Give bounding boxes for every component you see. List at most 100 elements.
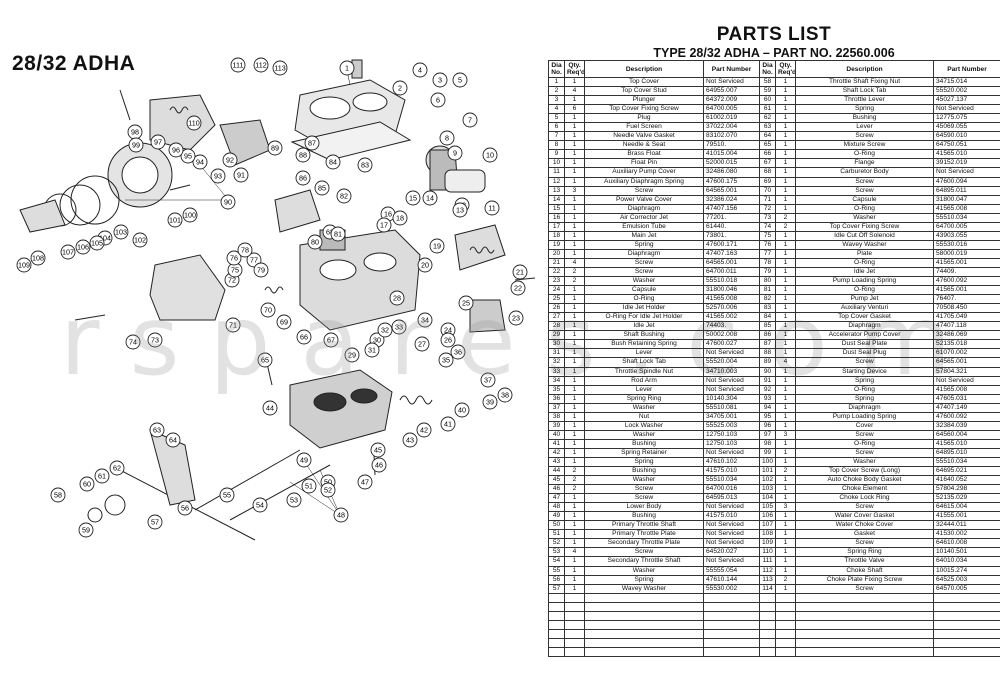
cell-dia-no: 87 <box>759 339 776 350</box>
cell-part-number: 32486.080 <box>703 167 760 178</box>
cell-part-number: 57804.298 <box>933 484 1000 495</box>
cell-description: Primary Throttle Shaft <box>584 520 704 531</box>
header-dia-no: Dia No. <box>548 60 565 78</box>
cell-description <box>584 637 704 648</box>
callout-number: 36 <box>454 348 462 357</box>
callout-number: 4 <box>418 66 422 75</box>
callout-number: 95 <box>184 152 192 161</box>
cell-qty: 1 <box>564 556 585 567</box>
cell-qty: 1 <box>775 86 796 97</box>
cell-qty: 1 <box>564 366 585 377</box>
cell-dia-no <box>759 601 776 612</box>
callout-bubble: 41 <box>440 416 456 432</box>
callout-number: 17 <box>380 221 388 230</box>
cell-description: Plate <box>795 248 934 259</box>
cell-description: O-Ring <box>795 203 934 214</box>
cell-dia-no: 107 <box>759 520 776 531</box>
callout-number: 26 <box>444 336 452 345</box>
cell-description: Spring Retainer <box>584 447 704 458</box>
callout-bubble: 33 <box>391 319 407 335</box>
callout-bubble: 60 <box>79 476 95 492</box>
cell-qty: 1 <box>564 285 585 296</box>
cell-qty <box>775 601 796 612</box>
cell-dia-no: 62 <box>759 113 776 124</box>
cell-part-number: Not Serviced <box>703 502 760 513</box>
callout-bubble: 22 <box>510 280 526 296</box>
cell-dia-no <box>759 619 776 630</box>
cell-dia-no: 64 <box>759 131 776 142</box>
cell-description: Needle Valve Gasket <box>584 131 704 142</box>
cell-description: Lever <box>795 122 934 133</box>
cell-part-number: 39152.019 <box>933 158 1000 169</box>
cell-description: Washer <box>584 429 704 440</box>
callout-bubble: 37 <box>480 372 496 388</box>
callout-bubble: 6 <box>430 92 446 108</box>
cell-qty: 1 <box>775 158 796 169</box>
callout-number: 43 <box>406 436 414 445</box>
cell-description: Capsule <box>584 285 704 296</box>
cell-dia-no: 52 <box>548 538 565 549</box>
cell-part-number: 41565.008 <box>933 203 1000 214</box>
cell-part-number: 41555.001 <box>933 511 1000 522</box>
callout-bubble: 52 <box>320 482 336 498</box>
callout-bubble: 91 <box>233 167 249 183</box>
callout-number: 79 <box>257 266 265 275</box>
callout-bubble: 100 <box>182 207 198 223</box>
callout-number: 37 <box>484 376 492 385</box>
exploded-view-drawing: 1234567891011121314151617181920212223242… <box>16 57 536 541</box>
cell-qty: 1 <box>775 239 796 250</box>
cell-dia-no: 32 <box>548 357 565 368</box>
callout-bubble: 45 <box>370 442 386 458</box>
callout-bubble: 39 <box>482 394 498 410</box>
cell-dia-no: 114 <box>759 583 776 594</box>
cell-qty: 1 <box>775 203 796 214</box>
cell-qty: 6 <box>564 104 585 115</box>
cell-part-number: 64565.001 <box>703 257 760 268</box>
cell-part-number: 41575.010 <box>703 511 760 522</box>
cell-dia-no: 95 <box>759 411 776 422</box>
cell-part-number: 64615.004 <box>933 502 1000 513</box>
cell-qty: 1 <box>564 447 585 458</box>
cell-description: Shaft Lock Tab <box>584 357 704 368</box>
cell-description: Idle Cut Off Solenoid <box>795 230 934 241</box>
cell-dia-no: 31 <box>548 348 565 359</box>
cell-part-number: 64590.010 <box>933 131 1000 142</box>
cell-part-number: 45069.055 <box>933 122 1000 133</box>
callout-number: 9 <box>453 149 457 158</box>
callout-number: 109 <box>18 261 30 270</box>
cell-part-number: 83102.070 <box>703 131 760 142</box>
cell-qty: 2 <box>775 466 796 477</box>
cell-description: Screw <box>584 493 704 504</box>
cell-part-number: 50002.008 <box>703 330 760 341</box>
cell-qty: 1 <box>564 140 585 151</box>
parts-row <box>548 628 1000 639</box>
cell-part-number: 55520.004 <box>703 357 760 368</box>
cell-description: O-Ring <box>795 384 934 395</box>
cell-description <box>795 628 934 639</box>
callout-bubble: 89 <box>267 140 283 156</box>
callout-bubble: 49 <box>296 452 312 468</box>
cell-dia-no: 100 <box>759 456 776 468</box>
callout-number: 71 <box>229 321 237 330</box>
callout-bubble: 36 <box>450 344 466 360</box>
cell-dia-no: 97 <box>759 429 776 440</box>
cell-dia-no: 29 <box>548 330 565 341</box>
cell-part-number: 41565.010 <box>933 149 1000 160</box>
callout-number: 107 <box>62 248 74 257</box>
cell-part-number: 55530.002 <box>703 583 760 594</box>
callout-bubble: 113 <box>272 60 288 76</box>
cell-part-number: 34715.014 <box>933 76 1000 88</box>
cell-description: Plunger <box>584 95 704 106</box>
cell-description: Fuel Screen <box>584 122 704 133</box>
cell-dia-no: 39 <box>548 420 565 431</box>
callout-number: 61 <box>98 472 106 481</box>
callout-bubble: 47 <box>357 474 373 490</box>
callout-number: 50 <box>324 478 332 487</box>
cell-part-number: 52135.029 <box>933 493 1000 504</box>
cell-qty: 1 <box>564 294 585 305</box>
cell-description: Lower Body <box>584 502 704 513</box>
